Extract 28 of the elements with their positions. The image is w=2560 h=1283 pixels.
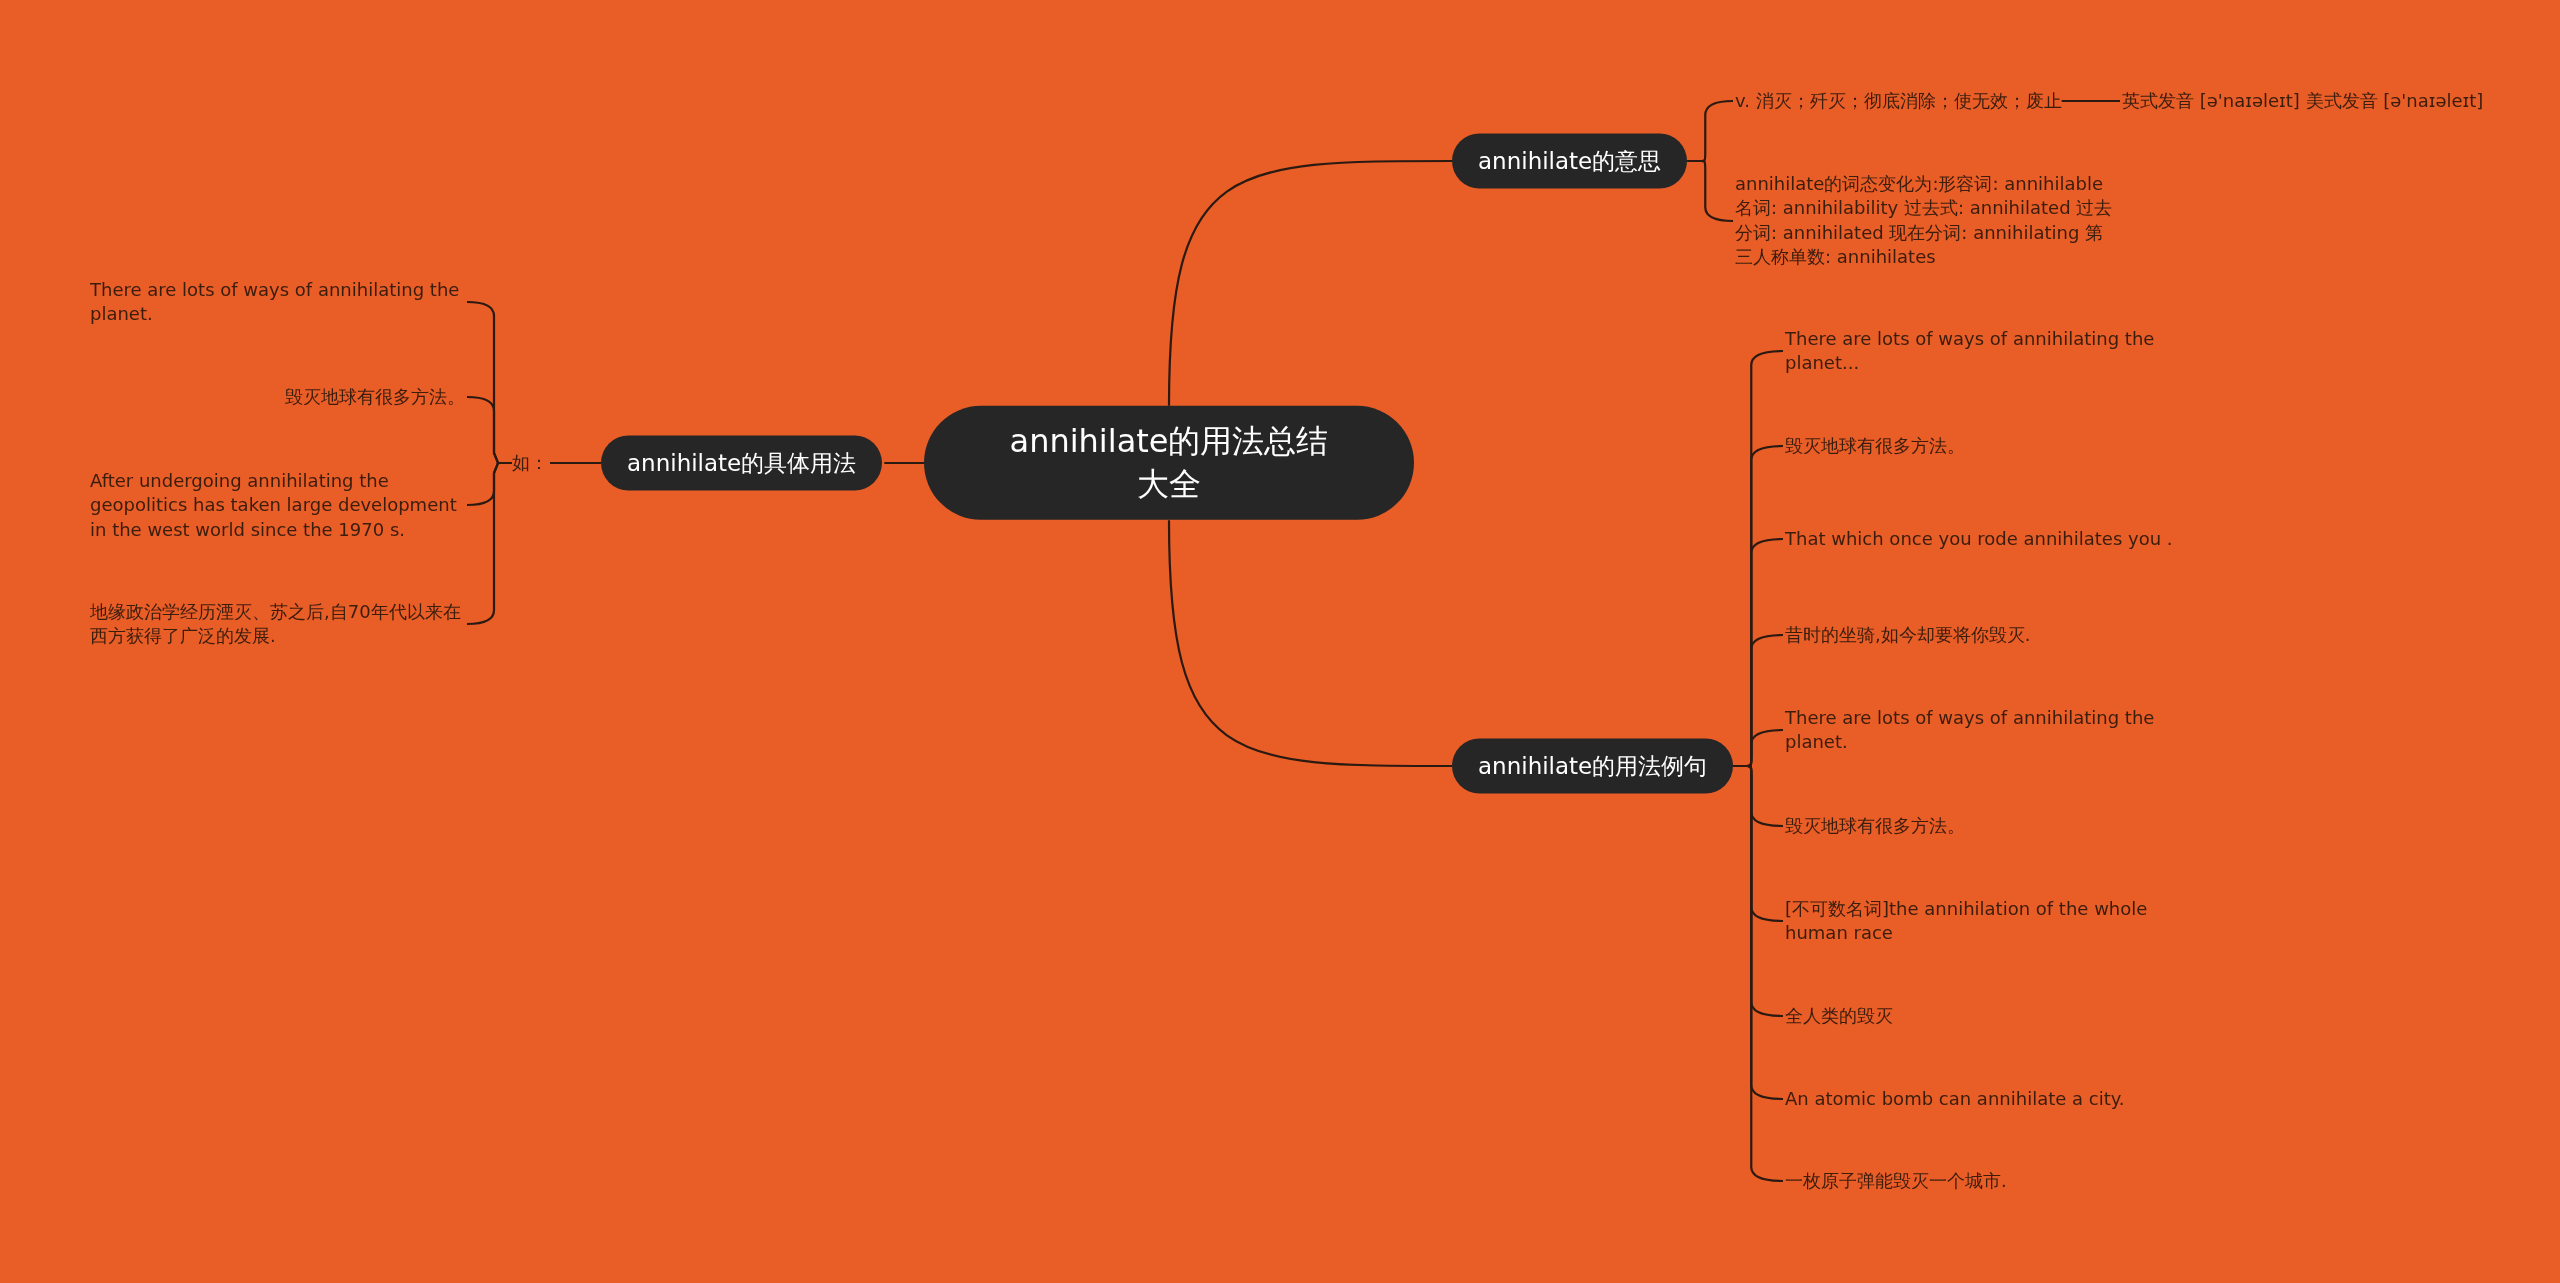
central-topic-box: annihilate的用法总结大全 bbox=[924, 405, 1414, 521]
note-text: There are lots of ways of annihilating the planet... bbox=[1785, 326, 2185, 376]
note-text: An atomic bomb can annihilate a city. bbox=[1785, 1086, 2185, 1112]
connector-line bbox=[2061, 99, 2120, 103]
note-text: 全人类的毁灭 bbox=[1785, 1003, 2185, 1029]
note-text: After undergoing annihilating the geopolitics has taken large development in the west world since the 1970 s. bbox=[90, 468, 465, 542]
note-text: annihilate的词态变化为:形容词: annihilable 名词: annihilability 过去式: annihilated 过去分词: annihilated 现在分词: annihilating 第三人称单数: annihilates bbox=[1735, 172, 2120, 270]
note-text: There are lots of ways of annihilating the planet. bbox=[1785, 705, 2185, 755]
note-text: 英式发音 [ə'naɪəleɪt] 美式发音 [ə'naɪəleɪt] bbox=[2122, 88, 2484, 114]
note-text: 毁灭地球有很多方法。 bbox=[90, 384, 465, 410]
note-text: That which once you rode annihilates you . bbox=[1785, 526, 2185, 552]
connector-line bbox=[1167, 159, 1452, 406]
note-text: 一枚原子弹能毁灭一个城市. bbox=[1785, 1168, 2185, 1194]
connector-line bbox=[550, 461, 601, 465]
topic-box: annihilate的用法例句 bbox=[1452, 738, 1734, 794]
note-text: There are lots of ways of annihilating the planet. bbox=[90, 277, 465, 327]
note-text: 毁灭地球有很多方法。 bbox=[1785, 433, 2185, 459]
topic-box: annihilate的意思 bbox=[1452, 133, 1688, 189]
connector-line bbox=[884, 461, 924, 465]
note-text: 毁灭地球有很多方法。 bbox=[1785, 813, 2185, 839]
topic-box: annihilate的具体用法 bbox=[601, 435, 883, 491]
note-text: 地缘政治学经历湮灭、苏之后,自70年代以来在西方获得了广泛的发展. bbox=[90, 599, 465, 649]
connector-line bbox=[1167, 520, 1452, 768]
note-text: v. 消灭；歼灭；彻底消除；使无效；废止 bbox=[1735, 88, 2062, 114]
note-text: [不可数名词]the annihilation of the whole human race bbox=[1785, 896, 2185, 946]
connector-line bbox=[1733, 764, 1784, 1183]
note-text: 如： bbox=[512, 450, 548, 476]
note-text: 昔时的坐骑,如今却要将你毁灭. bbox=[1785, 622, 2185, 648]
